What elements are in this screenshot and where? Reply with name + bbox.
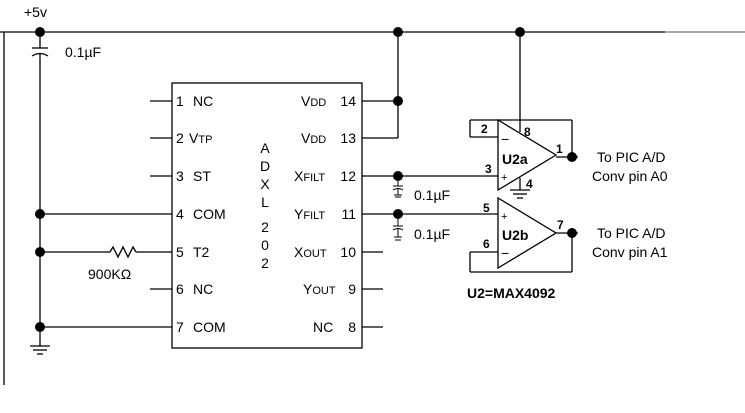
- u2b-name: U2b: [502, 227, 528, 243]
- svg-text:2: 2: [261, 255, 269, 271]
- xfilt-capacitor: 0.1µF: [392, 176, 450, 203]
- supply-label: +5v: [24, 4, 47, 20]
- pin-8: NC 8: [313, 319, 356, 335]
- xfilt-capacitor-label: 0.1µF: [414, 187, 450, 203]
- svg-text:6: 6: [176, 281, 184, 297]
- ground-icon: [510, 189, 530, 199]
- svg-text:4: 4: [176, 206, 184, 222]
- svg-text:14: 14: [340, 93, 356, 109]
- svg-text:−: −: [501, 131, 509, 147]
- pin-3: 3 ST: [176, 168, 211, 184]
- pin-5: 5 T2: [176, 244, 210, 260]
- pin-2: 2 VTP: [176, 130, 212, 146]
- svg-text:3: 3: [485, 162, 492, 176]
- pin-1: 1 NC: [176, 93, 213, 109]
- chip-right-pins: VDD 14 VDD 13 XFILT 12 YFILT 11 XOUT 10 …: [294, 93, 398, 335]
- u2b-destination: To PIC A/D Conv pin A1: [592, 225, 668, 260]
- svg-text:ST: ST: [193, 168, 211, 184]
- svg-text:2: 2: [481, 122, 488, 136]
- svg-text:COM: COM: [193, 319, 226, 335]
- svg-text:−: −: [501, 245, 509, 261]
- svg-text:2: 2: [176, 130, 184, 146]
- svg-text:8: 8: [524, 125, 531, 139]
- opamp-u2a: U2a − + 2 3 8 4 1 To PIC A/D Conv pin A0: [469, 27, 668, 199]
- svg-text:1: 1: [176, 93, 184, 109]
- pin-6: 6 NC: [176, 281, 213, 297]
- supply-rail: +5v: [0, 4, 745, 385]
- pin-7: 7 COM: [176, 319, 226, 335]
- adxl202-chip: A D X L 2 0 2: [171, 82, 363, 349]
- bypass-capacitor: 0.1µF: [31, 32, 101, 346]
- pin-13: VDD 13: [301, 130, 356, 146]
- pin-4: 4 COM: [176, 206, 226, 222]
- svg-text:2: 2: [261, 219, 269, 235]
- pin-9: YOUT 9: [303, 281, 356, 297]
- svg-text:3: 3: [176, 168, 184, 184]
- svg-text:XOUT: XOUT: [294, 244, 327, 260]
- ground-icon: [30, 345, 50, 355]
- pin-11: YFILT 11: [294, 206, 356, 222]
- svg-text:VDD: VDD: [301, 93, 326, 109]
- pin-10: XOUT 10: [294, 244, 356, 260]
- svg-text:D: D: [260, 158, 270, 174]
- svg-text:To PIC A/D: To PIC A/D: [597, 225, 665, 241]
- svg-text:NC: NC: [193, 93, 213, 109]
- svg-text:Conv pin A0: Conv pin A0: [592, 168, 668, 184]
- svg-text:VDD: VDD: [301, 130, 326, 146]
- svg-text:5: 5: [176, 244, 184, 260]
- svg-text:NC: NC: [193, 281, 213, 297]
- svg-text:COM: COM: [193, 206, 226, 222]
- svg-text:+: +: [501, 172, 507, 184]
- pin-12: XFILT 12: [294, 168, 356, 184]
- yfilt-capacitor-label: 0.1µF: [414, 226, 450, 242]
- svg-text:T2: T2: [193, 244, 210, 260]
- svg-text:To PIC A/D: To PIC A/D: [597, 149, 665, 165]
- svg-text:8: 8: [348, 319, 356, 335]
- resistor-label: 900KΩ: [88, 266, 131, 282]
- svg-text:YOUT: YOUT: [303, 281, 336, 297]
- svg-text:7: 7: [176, 319, 184, 335]
- svg-text:L: L: [261, 194, 269, 210]
- svg-text:YFILT: YFILT: [294, 206, 325, 222]
- svg-text:Conv pin A1: Conv pin A1: [592, 244, 668, 260]
- svg-text:13: 13: [340, 130, 356, 146]
- u2a-destination: To PIC A/D Conv pin A0: [592, 149, 668, 184]
- svg-text:5: 5: [483, 201, 490, 215]
- svg-text:0: 0: [261, 237, 269, 253]
- chip-left-pins: 1 NC 2 VTP 3 ST 4 COM 5 T2 6 NC 7 COM: [150, 93, 226, 335]
- svg-text:9: 9: [348, 281, 356, 297]
- svg-text:A: A: [260, 140, 270, 156]
- bypass-capacitor-label: 0.1µF: [65, 44, 101, 60]
- svg-text:11: 11: [341, 206, 356, 222]
- pin-14: VDD 14: [301, 93, 356, 109]
- svg-text:12: 12: [340, 168, 356, 184]
- resistor-900k: 900KΩ: [40, 245, 172, 282]
- svg-text:4: 4: [526, 177, 533, 191]
- part-label: U2=MAX4092: [467, 285, 556, 301]
- svg-text:XFILT: XFILT: [294, 168, 325, 184]
- svg-text:NC: NC: [313, 319, 333, 335]
- svg-text:X: X: [260, 176, 270, 192]
- chip-name: A D X L 2 0 2: [260, 140, 270, 271]
- svg-text:7: 7: [557, 218, 564, 232]
- svg-text:+: +: [501, 211, 507, 223]
- u2a-name: U2a: [502, 151, 528, 167]
- svg-text:6: 6: [483, 237, 490, 251]
- svg-text:10: 10: [340, 244, 356, 260]
- svg-text:1: 1: [556, 142, 563, 156]
- opamp-u2b: U2b + − 5 6 7 To PIC A/D Conv pin A1: [469, 196, 668, 273]
- yfilt-capacitor: 0.1µF: [392, 214, 450, 242]
- svg-text:VTP: VTP: [189, 130, 212, 146]
